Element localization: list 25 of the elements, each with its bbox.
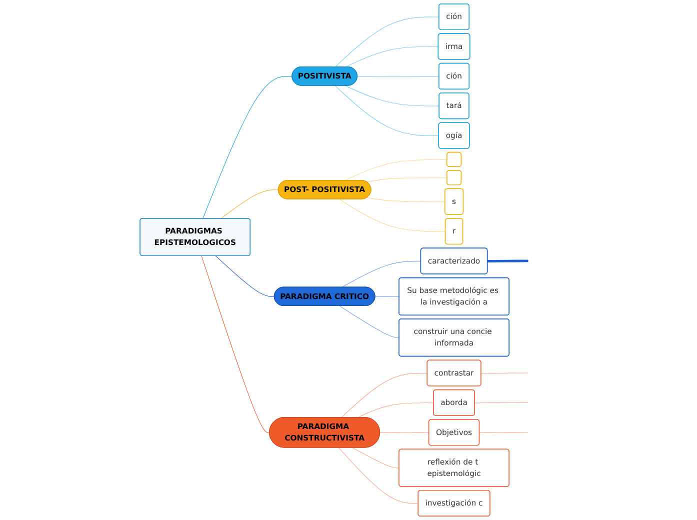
- connector: [334, 16, 440, 68]
- connector: [334, 85, 440, 136]
- connector: [374, 296, 400, 297]
- connector: [215, 256, 275, 297]
- connector: [344, 159, 448, 181]
- connector: [344, 85, 440, 106]
- connector: [340, 372, 428, 418]
- connector: [480, 372, 529, 374]
- connector: [366, 178, 448, 182]
- connector: [339, 306, 400, 338]
- connector: [357, 402, 434, 418]
- connector: [488, 260, 528, 262]
- connector: [338, 447, 419, 504]
- connector: [479, 432, 529, 433]
- connector: [474, 402, 529, 404]
- connector: [344, 46, 439, 68]
- connector: [339, 198, 446, 232]
- connector: [202, 76, 292, 219]
- connector: [201, 256, 270, 433]
- connector: [342, 260, 422, 288]
- connector: [220, 190, 279, 219]
- connector: [352, 447, 400, 468]
- connector: [366, 197, 446, 202]
- connector: [380, 432, 430, 433]
- connector: [357, 76, 440, 77]
